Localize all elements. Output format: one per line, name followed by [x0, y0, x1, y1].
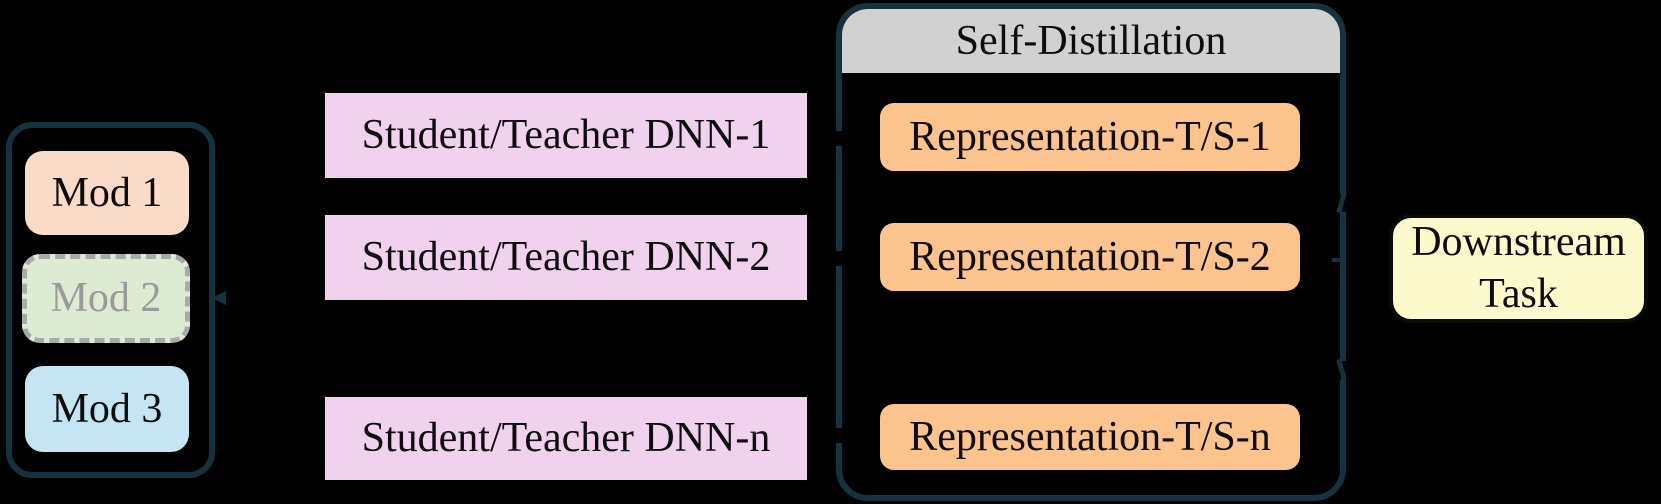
- node-representation-1: Representation-T/S-1: [880, 103, 1300, 171]
- node-representation-n: Representation-T/S-n: [880, 404, 1300, 470]
- node-representation-2: Representation-T/S-2: [880, 223, 1300, 291]
- node-representation-1-label: Representation-T/S-1: [909, 113, 1271, 160]
- node-dnn-2: Student/Teacher DNN-2: [325, 215, 807, 300]
- node-mod-3: Mod 3: [25, 366, 189, 452]
- brace-point: [1332, 258, 1341, 262]
- border-gap-left-row1: [831, 131, 845, 146]
- node-representation-n-label: Representation-T/S-n: [909, 413, 1271, 460]
- downstream-task-label-line1: Downstream: [1411, 219, 1626, 266]
- border-gap-left-row3: [831, 428, 845, 443]
- node-dnn-1: Student/Teacher DNN-1: [325, 93, 807, 178]
- node-mod-1-label: Mod 1: [51, 169, 163, 216]
- downstream-task-label-line2: Task: [1479, 270, 1558, 317]
- arrowhead-into-modality-panel: [212, 291, 226, 305]
- border-gap-left-row2: [831, 251, 845, 266]
- self-distillation-header: Self-Distillation: [842, 9, 1340, 73]
- node-mod-2: Mod 2: [22, 254, 190, 343]
- node-representation-2-label: Representation-T/S-2: [909, 233, 1271, 280]
- node-dnn-1-label: Student/Teacher DNN-1: [361, 112, 771, 159]
- node-dnn-n-label: Student/Teacher DNN-n: [361, 415, 771, 462]
- self-distillation-title: Self-Distillation: [955, 17, 1227, 64]
- node-dnn-n: Student/Teacher DNN-n: [325, 397, 807, 480]
- node-downstream-task: Downstream Task: [1389, 214, 1648, 323]
- node-mod-2-label: Mod 2: [50, 275, 162, 322]
- node-mod-3-label: Mod 3: [51, 385, 163, 432]
- node-mod-1: Mod 1: [25, 151, 189, 235]
- node-dnn-2-label: Student/Teacher DNN-2: [361, 234, 771, 281]
